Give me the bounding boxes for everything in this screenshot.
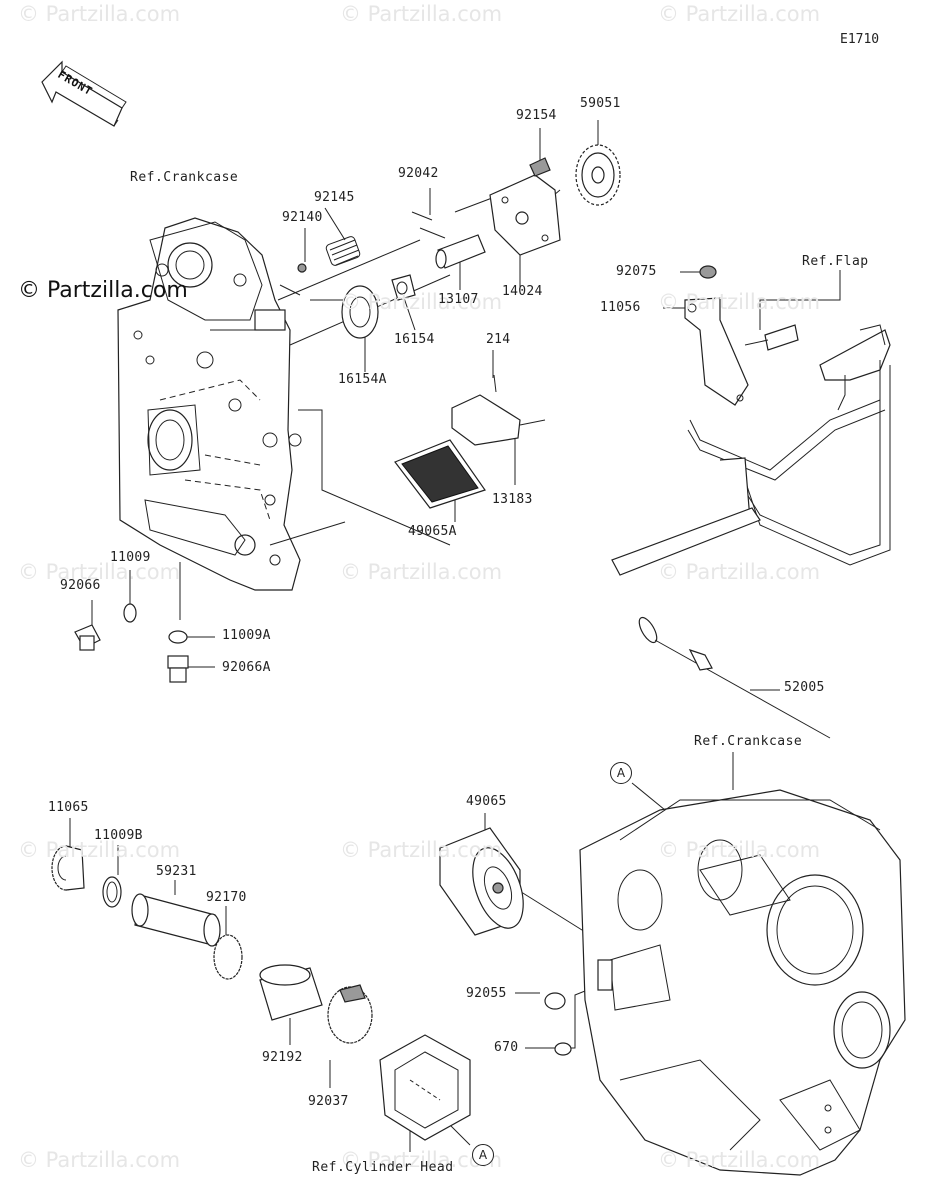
hose-clamp-drawing <box>259 964 373 1044</box>
flap-rod-drawing <box>611 324 891 576</box>
ref-cylinder-head: Ref.Cylinder Head <box>312 1160 454 1175</box>
part-label-92042[interactable]: 92042 <box>398 166 439 181</box>
shaft-drawing <box>411 211 486 269</box>
part-label-59051[interactable]: 59051 <box>580 96 621 111</box>
part-label-11056[interactable]: 11056 <box>600 300 641 315</box>
watermark: © Partzilla.com <box>658 1148 821 1172</box>
part-label-92066[interactable]: 92066 <box>60 578 101 593</box>
dipstick-drawing <box>638 616 831 739</box>
part-label-14024[interactable]: 14024 <box>502 284 543 299</box>
gear-drawing <box>575 144 621 206</box>
pump-cover-drawing <box>489 174 561 256</box>
ref-crankcase-bottom: Ref.Crankcase <box>694 734 803 749</box>
watermark: © Partzilla.com <box>18 2 181 26</box>
watermark-main: © Partzilla.com <box>18 278 188 303</box>
watermark: © Partzilla.com <box>18 838 181 862</box>
part-label-11009B[interactable]: 11009B <box>94 828 143 843</box>
crankcase-cover-drawing <box>117 217 302 591</box>
watermark: © Partzilla.com <box>18 560 181 584</box>
part-label-92066A[interactable]: 92066A <box>222 660 271 675</box>
part-label-13183[interactable]: 13183 <box>492 492 533 507</box>
o-ring-drawing <box>544 992 572 1056</box>
bolt-drawing <box>529 157 551 177</box>
part-label-92037[interactable]: 92037 <box>308 1094 349 1109</box>
part-label-214[interactable]: 214 <box>486 332 511 347</box>
watermark: © Partzilla.com <box>340 838 503 862</box>
bracket-drawing <box>684 265 799 406</box>
part-label-49065A[interactable]: 49065A <box>408 524 457 539</box>
watermark: © Partzilla.com <box>340 2 503 26</box>
part-label-92192[interactable]: 92192 <box>262 1050 303 1065</box>
watermark: © Partzilla.com <box>658 838 821 862</box>
front-arrow-icon <box>41 60 127 127</box>
part-label-11009A[interactable]: 11009A <box>222 628 271 643</box>
ref-crankcase-top: Ref.Crankcase <box>130 170 239 185</box>
part-label-92075[interactable]: 92075 <box>616 264 657 279</box>
part-label-92140[interactable]: 92140 <box>282 210 323 225</box>
part-label-670[interactable]: 670 <box>494 1040 519 1055</box>
part-label-16154A[interactable]: 16154A <box>338 372 387 387</box>
watermark: © Partzilla.com <box>658 2 821 26</box>
watermark: © Partzilla.com <box>340 290 503 314</box>
diagram-code: E1710 <box>840 32 880 47</box>
part-label-16154[interactable]: 16154 <box>394 332 435 347</box>
oil-filter-drawing <box>439 827 524 936</box>
part-label-92154[interactable]: 92154 <box>516 108 557 123</box>
ref-flap: Ref.Flap <box>802 254 869 269</box>
callout-a: A <box>610 762 632 784</box>
part-label-92170[interactable]: 92170 <box>206 890 247 905</box>
inlet-pipe-drawing <box>51 845 243 980</box>
watermark: © Partzilla.com <box>658 560 821 584</box>
part-label-11009[interactable]: 11009 <box>110 550 151 565</box>
spring-drawing <box>297 236 361 273</box>
part-label-92055[interactable]: 92055 <box>466 986 507 1001</box>
part-label-59231[interactable]: 59231 <box>156 864 197 879</box>
part-label-49065[interactable]: 49065 <box>466 794 507 809</box>
watermark: © Partzilla.com <box>18 1148 181 1172</box>
cylinder-head-part-drawing <box>379 1034 471 1141</box>
watermark: © Partzilla.com <box>658 290 821 314</box>
part-label-52005[interactable]: 52005 <box>784 680 825 695</box>
drain-plug-drawing <box>74 603 189 683</box>
strainer-drawing <box>394 374 546 509</box>
watermark: © Partzilla.com <box>340 560 503 584</box>
callout-a: A <box>472 1144 494 1166</box>
part-label-92145[interactable]: 92145 <box>314 190 355 205</box>
part-label-13107[interactable]: 13107 <box>438 292 479 307</box>
part-label-11065[interactable]: 11065 <box>48 800 89 815</box>
crankcase-drawing <box>579 789 906 1176</box>
rotor-drawing <box>341 274 416 339</box>
